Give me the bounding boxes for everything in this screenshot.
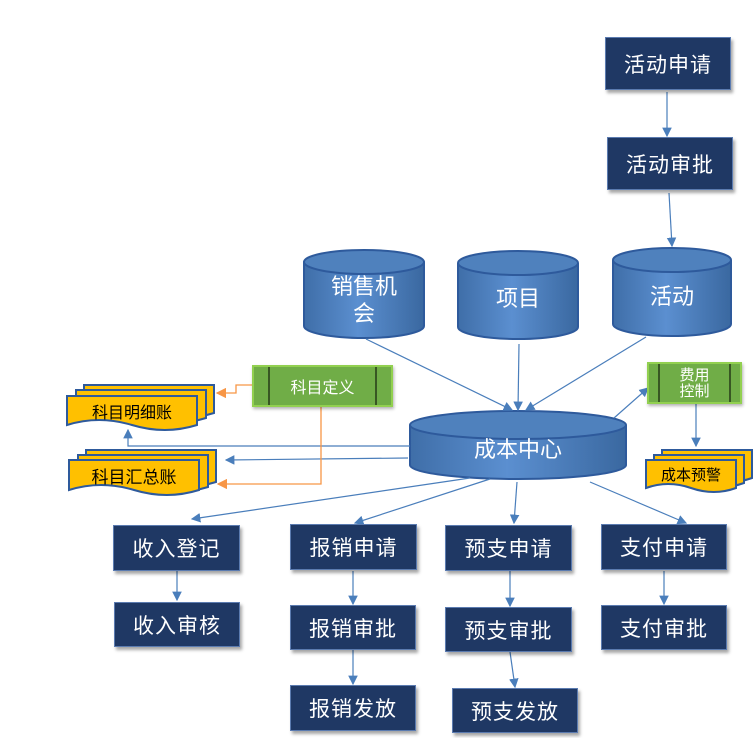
- cost-center-cylinder: [409, 410, 627, 480]
- subject-definition-links: [215, 384, 322, 490]
- activity-apply-box[interactable]: 活动申请: [605, 37, 731, 90]
- payment-apply-box[interactable]: 支付申请: [601, 524, 727, 570]
- subject-definition-label: 科目定义: [290, 378, 355, 397]
- activity-approve-box[interactable]: 活动审批: [607, 137, 733, 190]
- income-audit-box[interactable]: 收入审核: [114, 602, 240, 647]
- reimburse-apply-box[interactable]: 报销申请: [290, 524, 417, 570]
- sales-opportunity-label: 销售机会: [330, 274, 397, 328]
- project-cylinder: [457, 250, 579, 340]
- activity-label: 活动: [649, 285, 694, 311]
- subject-summary-ledger-doc: [68, 449, 217, 496]
- payment-approve-box[interactable]: 支付审批: [601, 605, 727, 650]
- reimburse-approve-box[interactable]: 报销审批: [290, 605, 416, 650]
- subject-detail-ledger-doc: [66, 384, 215, 431]
- advance-apply-box[interactable]: 预支申请: [445, 525, 572, 571]
- expense-control-label: 费用控制: [679, 365, 710, 400]
- cost-warning-doc: [645, 449, 753, 493]
- sales-opportunity-cylinder: [303, 249, 425, 339]
- subject-summary-ledger-label: 科目汇总账: [91, 467, 177, 488]
- expense-control-box[interactable]: 费用控制: [647, 362, 742, 404]
- project-label: 项目: [495, 287, 540, 313]
- income-register-box[interactable]: 收入登记: [113, 525, 240, 571]
- reimburse-payout-box[interactable]: 报销发放: [290, 685, 416, 731]
- advance-payout-box[interactable]: 预支发放: [452, 688, 578, 733]
- subject-detail-ledger-label: 科目明细账: [91, 403, 172, 422]
- cost-warning-label: 成本预警: [660, 465, 721, 484]
- advance-approve-box[interactable]: 预支审批: [445, 607, 572, 652]
- flow-arrows: [123, 92, 701, 689]
- subject-definition-box[interactable]: 科目定义: [252, 365, 393, 407]
- cost-center-label: 成本中心: [473, 438, 562, 464]
- activity-cylinder: [612, 247, 732, 337]
